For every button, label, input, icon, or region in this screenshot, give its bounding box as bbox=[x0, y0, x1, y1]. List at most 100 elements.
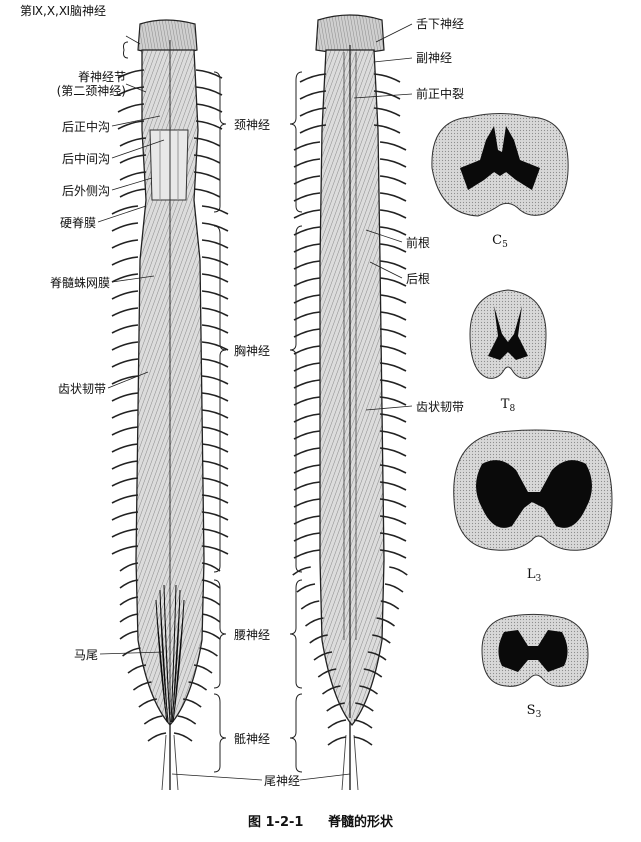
nerve-root bbox=[299, 124, 327, 134]
nerve-root bbox=[379, 192, 407, 202]
nerve-root bbox=[355, 702, 374, 712]
nerve-root bbox=[193, 188, 221, 198]
nerve-root bbox=[327, 736, 347, 746]
nerve-root bbox=[201, 358, 229, 368]
nerve-root bbox=[379, 294, 407, 304]
nerve-root bbox=[379, 396, 407, 406]
section-label-l3: L3 bbox=[526, 567, 542, 585]
nerve-root bbox=[293, 379, 321, 389]
nerve-root bbox=[111, 460, 139, 470]
nerve-root bbox=[201, 613, 221, 623]
nerve-root bbox=[111, 307, 139, 317]
nerve-root bbox=[293, 311, 321, 321]
nerve-root bbox=[293, 464, 321, 474]
nerve-root bbox=[201, 290, 229, 300]
nerve-root bbox=[293, 243, 321, 253]
nerve-root bbox=[379, 141, 407, 151]
nerve-root bbox=[201, 494, 229, 504]
nerve-root bbox=[305, 617, 324, 627]
nerve-root bbox=[293, 328, 321, 338]
label-arachnoid: 脊髓蛛网膜 bbox=[49, 276, 110, 290]
nerve-root bbox=[379, 464, 407, 474]
nerve-root bbox=[379, 447, 407, 457]
nerve-root bbox=[132, 681, 152, 691]
nerve-root bbox=[119, 596, 139, 606]
nerve-root bbox=[292, 566, 311, 576]
leader-lines bbox=[97, 23, 413, 781]
nerve-root bbox=[111, 324, 139, 334]
nerve-root bbox=[119, 579, 139, 589]
nerve-root bbox=[373, 124, 401, 134]
label-posterior-intermediate-sulcus: 后中间沟 bbox=[61, 152, 110, 166]
nerve-root bbox=[119, 154, 147, 164]
nerve-root bbox=[353, 719, 373, 729]
nerve-root bbox=[353, 736, 373, 746]
nerve-root bbox=[296, 583, 316, 593]
nerve-root bbox=[201, 256, 229, 266]
nerve-root bbox=[195, 120, 223, 130]
nerve-root bbox=[111, 494, 139, 504]
nerve-root bbox=[111, 256, 139, 266]
nerve-root bbox=[379, 226, 407, 236]
nerve-root bbox=[117, 103, 145, 113]
nerve-root bbox=[195, 86, 223, 96]
cross-section-s3 bbox=[481, 613, 589, 687]
nerve-root bbox=[111, 528, 139, 538]
posterior-view-cord bbox=[135, 19, 205, 791]
nerve-root bbox=[201, 579, 221, 589]
nerve-root bbox=[111, 511, 139, 521]
nerve-root bbox=[293, 141, 321, 151]
anterior-view-cord bbox=[315, 14, 385, 791]
nerve-root bbox=[293, 209, 321, 219]
nerve-root bbox=[313, 651, 333, 661]
nerve-root bbox=[201, 460, 229, 470]
nerve-root bbox=[293, 430, 321, 440]
label-sacral-nerves: 骶神经 bbox=[234, 732, 271, 746]
nerve-root bbox=[183, 698, 202, 708]
nerve-root bbox=[327, 719, 347, 729]
nerve-root bbox=[293, 192, 321, 202]
nerve-root bbox=[379, 362, 407, 372]
nerve-root bbox=[201, 341, 229, 351]
nerve-root bbox=[119, 188, 147, 198]
nerve-root bbox=[201, 528, 229, 538]
nerve-root bbox=[299, 107, 327, 117]
nerve-root bbox=[379, 277, 407, 287]
nerve-root bbox=[293, 277, 321, 287]
nerve-root bbox=[293, 447, 321, 457]
nerve-root bbox=[373, 107, 401, 117]
nerve-root bbox=[373, 90, 401, 100]
nerve-root bbox=[367, 651, 387, 661]
nerve-root bbox=[201, 426, 229, 436]
section-label-t8: T8 bbox=[500, 397, 516, 415]
label-accessory-nerve: 副神经 bbox=[416, 51, 453, 65]
nerve-root bbox=[379, 532, 407, 542]
nerve-root bbox=[111, 426, 139, 436]
nerve-root bbox=[111, 443, 139, 453]
nerve-root bbox=[379, 209, 407, 219]
nerve-root bbox=[201, 596, 221, 606]
nerve-root bbox=[111, 358, 139, 368]
nerve-root bbox=[293, 515, 321, 525]
label-spinal-ganglion: 脊神经节 bbox=[77, 70, 126, 84]
label-lumbar-nerves: 腰神经 bbox=[234, 628, 271, 642]
nerve-root bbox=[111, 409, 139, 419]
nerve-root bbox=[293, 481, 321, 491]
nerve-root bbox=[201, 324, 229, 334]
nerve-root bbox=[111, 205, 139, 215]
label-dura-mater: 硬脊膜 bbox=[59, 216, 96, 230]
nerve-root bbox=[379, 328, 407, 338]
cross-section-l3 bbox=[453, 429, 613, 551]
label-denticulate-ligament-right: 齿状韧带 bbox=[416, 400, 465, 414]
nerve-root bbox=[293, 175, 321, 185]
nerve-root bbox=[379, 498, 407, 508]
nerve-root bbox=[188, 681, 208, 691]
nerve-root bbox=[199, 647, 218, 657]
nerve-root bbox=[379, 260, 407, 270]
nerve-root bbox=[111, 222, 139, 232]
nerve-root bbox=[119, 137, 147, 147]
nerve-root bbox=[300, 600, 320, 610]
label-posterolateral-sulcus: 后外侧沟 bbox=[61, 184, 110, 198]
nerve-root bbox=[309, 634, 328, 644]
